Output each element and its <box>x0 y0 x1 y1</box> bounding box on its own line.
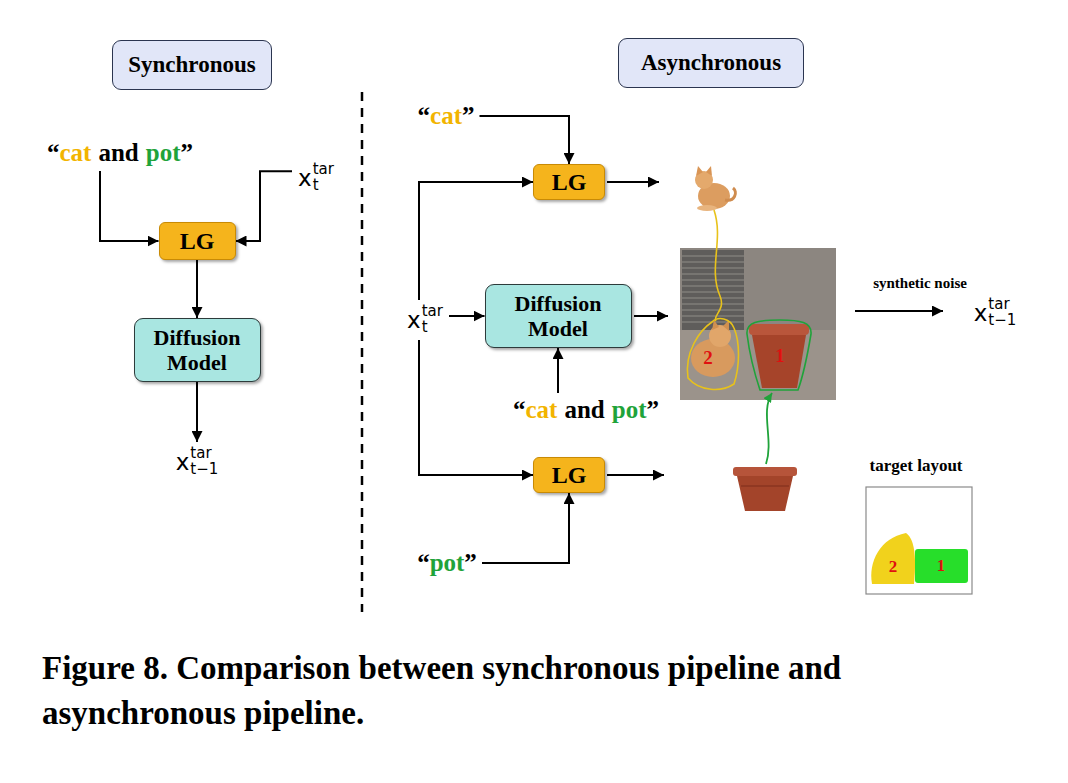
flow-arrow <box>557 348 559 393</box>
output-arrow <box>634 315 668 317</box>
box-text: Diffusion Model <box>143 325 252 376</box>
script-stack: tart <box>313 162 334 194</box>
arrow-label: synthetic noise <box>873 275 967 292</box>
latent-symbol: xtart−1 <box>972 296 1019 330</box>
process-box: Diffusion Model <box>485 284 632 348</box>
prompt-word: ” <box>462 102 475 130</box>
callout-number: 2 <box>703 347 713 369</box>
superscript: tar <box>988 297 1016 313</box>
prompt-word: and <box>98 139 138 167</box>
prompt-word: “ <box>47 139 60 167</box>
latent-symbol: xtart <box>296 161 336 195</box>
superscript: tar <box>190 446 218 462</box>
process-box: LG <box>533 164 605 200</box>
latent-symbol: xtart <box>405 303 445 337</box>
leader-line <box>714 210 722 321</box>
prompt-word: pot <box>146 139 181 167</box>
symbol-base: x <box>407 309 421 332</box>
process-box: Diffusion Model <box>134 318 261 382</box>
subscript: t <box>313 178 334 194</box>
box-text: LG <box>552 462 587 489</box>
divider-line <box>361 92 364 612</box>
prompt-word: “ <box>417 549 430 577</box>
superscript: tar <box>313 162 334 178</box>
flow-arrow <box>482 493 569 563</box>
process-box: LG <box>159 222 236 260</box>
box-text: Diffusion Model <box>494 291 623 342</box>
callout-number: 2 <box>889 557 898 577</box>
flow-arrow <box>449 315 485 317</box>
prompt-text: “cat” <box>416 101 477 131</box>
prompt-word: and <box>564 396 604 424</box>
output-arrow <box>607 181 659 183</box>
prompt-word: ” <box>646 396 659 424</box>
generated-image <box>680 248 836 400</box>
prompt-text: “pot” <box>415 548 479 578</box>
box-text: LG <box>552 169 587 196</box>
prompt-word: pot <box>612 396 647 424</box>
script-stack: tart <box>422 304 443 336</box>
prompt-word: cat <box>526 396 558 424</box>
subscript: t−1 <box>190 462 218 478</box>
cat-image <box>695 166 735 211</box>
latent-symbol: xtart−1 <box>174 445 221 479</box>
prompt-word: cat <box>430 102 462 130</box>
process-box: LG <box>533 457 605 493</box>
flow-arrow <box>196 382 198 442</box>
subscript: t <box>422 320 443 336</box>
subscript: t−1 <box>988 313 1016 329</box>
box-text: Asynchronous <box>641 50 781 76</box>
flow-arrow <box>100 171 159 241</box>
script-stack: tart−1 <box>190 446 218 478</box>
callout-number: 1 <box>775 345 785 367</box>
symbol-base: x <box>298 167 312 190</box>
output-arrow <box>607 474 664 476</box>
noise-arrow <box>855 310 943 312</box>
prompt-word: ” <box>464 549 477 577</box>
pot-image <box>733 467 797 511</box>
leader-arrow <box>766 393 772 464</box>
flow-arrow <box>419 340 533 475</box>
prompt-word: pot <box>430 549 465 577</box>
flow-arrow <box>236 171 293 241</box>
flow-arrow <box>419 182 533 300</box>
figure-caption: Figure 8. Comparison between synchronous… <box>42 646 1042 736</box>
prompt-word: ” <box>180 139 193 167</box>
panel-title: target layout <box>869 456 962 476</box>
box-text: LG <box>180 228 215 255</box>
layout-image <box>866 487 972 594</box>
callout-number: 1 <box>937 556 946 576</box>
section-tag: Synchronous <box>112 40 272 90</box>
symbol-base: x <box>974 302 988 325</box>
section-tag: Asynchronous <box>618 38 804 88</box>
prompt-word: cat <box>60 139 92 167</box>
flow-arrow <box>196 260 198 318</box>
symbol-base: x <box>176 451 190 474</box>
prompt-text: “catandpot” <box>511 395 661 425</box>
prompt-word: “ <box>513 396 526 424</box>
superscript: tar <box>422 304 443 320</box>
prompt-text: “catandpot” <box>45 138 195 168</box>
box-text: Synchronous <box>128 52 255 78</box>
script-stack: tart−1 <box>988 297 1016 329</box>
caption-text: Figure 8. Comparison between synchronous… <box>42 650 841 731</box>
prompt-word: “ <box>418 102 431 130</box>
flow-arrow <box>480 116 570 164</box>
